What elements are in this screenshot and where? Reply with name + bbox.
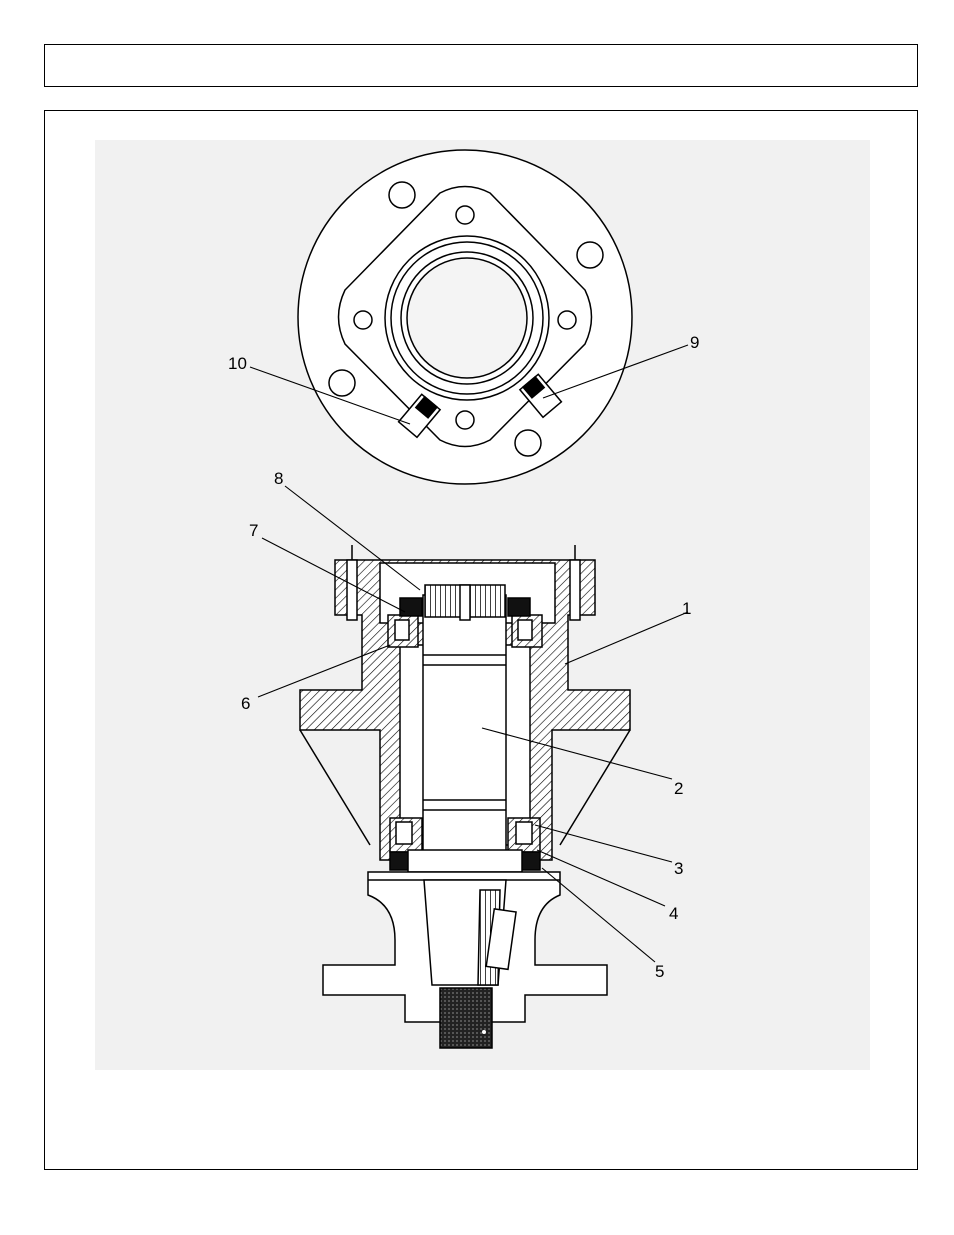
callout-7: 7 — [249, 521, 258, 540]
callout-5: 5 — [655, 962, 664, 981]
callout-10: 10 — [228, 354, 247, 373]
callout-2: 2 — [674, 779, 683, 798]
callout-1: 1 — [682, 599, 691, 618]
callout-9: 9 — [690, 333, 699, 352]
callout-3: 3 — [674, 859, 683, 878]
callout-8: 8 — [274, 469, 283, 488]
callout-6: 6 — [241, 694, 250, 713]
callout-4: 4 — [669, 904, 678, 923]
top-view — [298, 150, 632, 484]
